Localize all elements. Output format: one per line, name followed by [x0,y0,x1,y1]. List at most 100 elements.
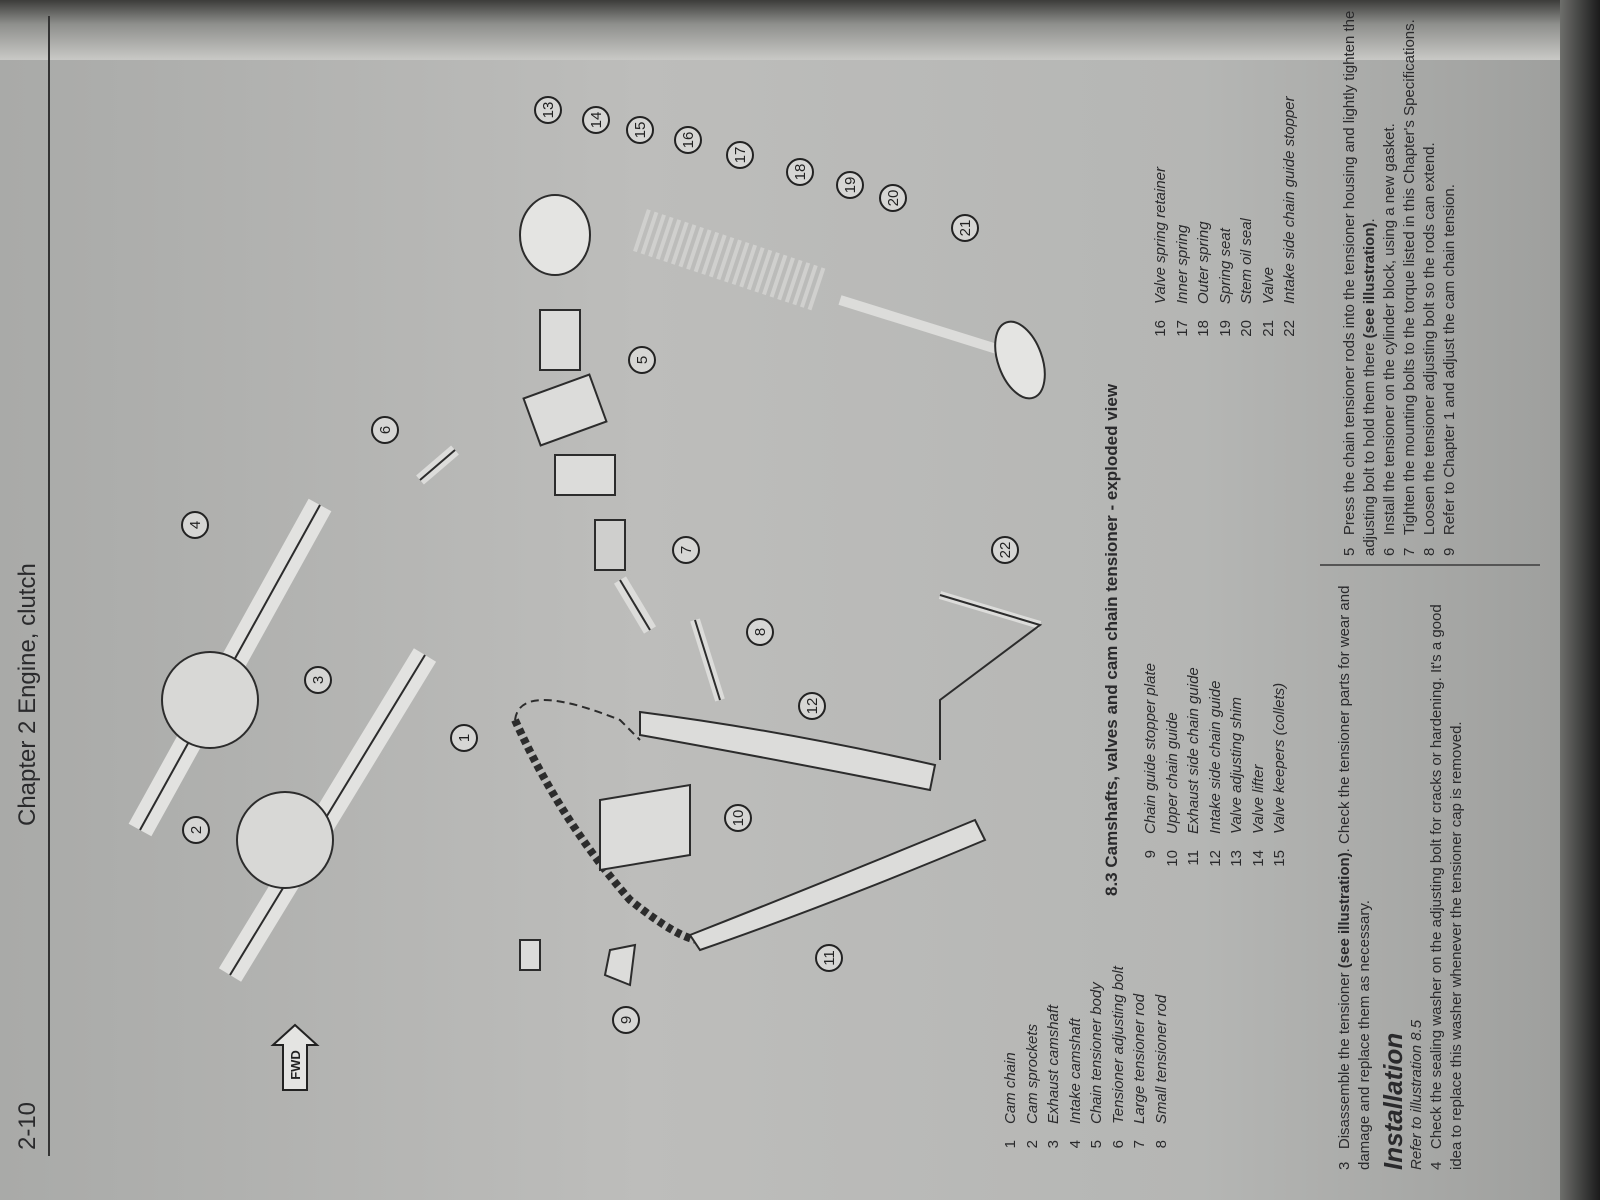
section-heading-installation: Installation [1378,1032,1408,1170]
body-column-right: 5 Press the chain tensioner rods into th… [1340,0,1460,556]
svg-text:3: 3 [310,676,327,684]
callout-1: 1 [450,724,478,752]
svg-text:9: 9 [618,1016,635,1024]
svg-text:4: 4 [187,521,204,529]
callout-21: 21 [951,214,979,242]
callout-13: 13 [534,96,562,124]
callout-12: 12 [798,692,826,720]
svg-text:14: 14 [588,112,605,129]
svg-text:12: 12 [804,698,821,715]
legend-item: 11Exhaust side chain guide [1185,667,1202,866]
legend-item: 22Intake side chain guide stopper [1281,96,1298,337]
legend-item: 4Intake camshaft [1066,1018,1084,1149]
svg-text:8: 8 [752,628,769,636]
svg-text:15: 15 [632,122,649,139]
illustration-reference: Refer to illustration 8.5 [1408,1019,1425,1170]
svg-text:11: 11 [821,950,838,966]
legend-item: 6Tensioner adjusting bolt [1109,966,1127,1149]
cam-sprocket [236,791,334,889]
valve-lifter [519,194,591,276]
callout-18: 18 [786,158,814,186]
step-5: 5 Press the chain tensioner rods into th… [1341,10,1378,556]
callout-17: 17 [726,141,754,169]
cam-sprocket [161,651,259,749]
svg-text:16: 16 [680,132,697,149]
legend-item: 17Inner spring [1173,224,1191,337]
legend-item: 5Chain tensioner body [1088,982,1105,1149]
callout-7: 7 [672,536,700,564]
callout-6: 6 [371,416,399,444]
column-divider [1320,564,1540,566]
callout-2: 2 [182,816,210,844]
legend-item: 7Large tensioner rod [1131,993,1148,1149]
svg-text:5: 5 [634,356,651,364]
upper-chain-guide [599,783,691,872]
svg-text:18: 18 [792,164,809,181]
chapter-title: Chapter 2 Engine, clutch [14,563,41,826]
callout-20: 20 [879,184,907,212]
callout-19: 19 [836,171,864,199]
exhaust-side-chain-guide [688,818,987,952]
legend-item: 15Valve keepers (collets) [1271,682,1288,867]
legend-item: 16Valve spring retainer [1152,166,1169,337]
fwd-arrow-icon: FWD [270,1023,320,1091]
step-9: 9 Refer to Chapter 1 and adjust the cam … [1441,184,1458,556]
callout-4: 4 [181,511,209,539]
legend-item: 3Exhaust camshaft [1045,1004,1062,1149]
callout-22: 22 [991,536,1019,564]
step-8: 8 Loosen the tensioner adjusting bolt so… [1421,142,1438,556]
legend-item: 2Cam sprockets [1023,1023,1041,1149]
page-number: 2-10 [14,1101,41,1150]
cam-chain [511,718,701,944]
chain-guide-stopper-plate [603,943,637,987]
legend-item: 18Outer spring [1195,221,1212,337]
valve [838,295,1002,355]
svg-text:6: 6 [377,426,394,434]
page-top-edge [0,0,1600,60]
svg-text:10: 10 [730,810,747,827]
page-header: 2-10 Chapter 2 Engine, clutch [8,16,50,1156]
page-right-edge [1560,0,1600,1200]
callout-15: 15 [626,116,654,144]
legend-item: 9Chain guide stopper plate [1142,663,1159,859]
callout-10: 10 [724,804,752,832]
legend-item: 19Spring seat [1216,228,1234,337]
intake-side-chain-guide [639,710,937,792]
legend-item: 12Intake side chain guide [1206,680,1224,867]
legend-item: 20Stem oil seal [1238,218,1255,337]
svg-text:2: 2 [188,826,205,834]
svg-text:13: 13 [540,102,557,119]
callout-8: 8 [746,618,774,646]
step-4: 4 Check the sealing washer on the adjust… [1428,604,1465,1170]
figure-caption: 8.3 Camshafts, valves and cam chain tens… [1102,383,1121,896]
legend-item: 21Valve [1259,267,1277,337]
fwd-label: FWD [288,1050,303,1080]
callout-14: 14 [582,106,610,134]
chain-tensioner-body [522,373,608,447]
legend-item: 13Valve adjusting shim [1228,696,1245,867]
callout-16: 16 [674,126,702,154]
legend-item: 8Small tensioner rod [1152,994,1170,1149]
svg-text:17: 17 [732,147,749,164]
body-column-left: 3 Disassemble the tensioner (see illustr… [1335,580,1467,1170]
manual-page: 2-10 Chapter 2 Engine, clutch 1Cam chain… [8,0,1540,1170]
legend-item: 1Cam chain [1002,1052,1019,1149]
step-3: 3 Disassemble the tensioner (see illustr… [1336,585,1373,1170]
svg-text:21: 21 [957,220,974,237]
callout-9: 9 [612,1006,640,1034]
callout-11: 11 [815,944,843,972]
callout-3: 3 [304,666,332,694]
svg-text:1: 1 [456,734,473,742]
svg-text:22: 22 [997,542,1014,559]
step-6: 6 Install the tensioner on the cylinder … [1381,123,1398,556]
step-7: 7 Tighten the mounting bolts to the torq… [1401,19,1418,556]
callout-5: 5 [628,346,656,374]
svg-text:20: 20 [885,190,902,207]
svg-text:19: 19 [842,177,859,194]
svg-text:7: 7 [678,546,695,554]
legend-item: 10Upper chain guide [1163,712,1181,867]
